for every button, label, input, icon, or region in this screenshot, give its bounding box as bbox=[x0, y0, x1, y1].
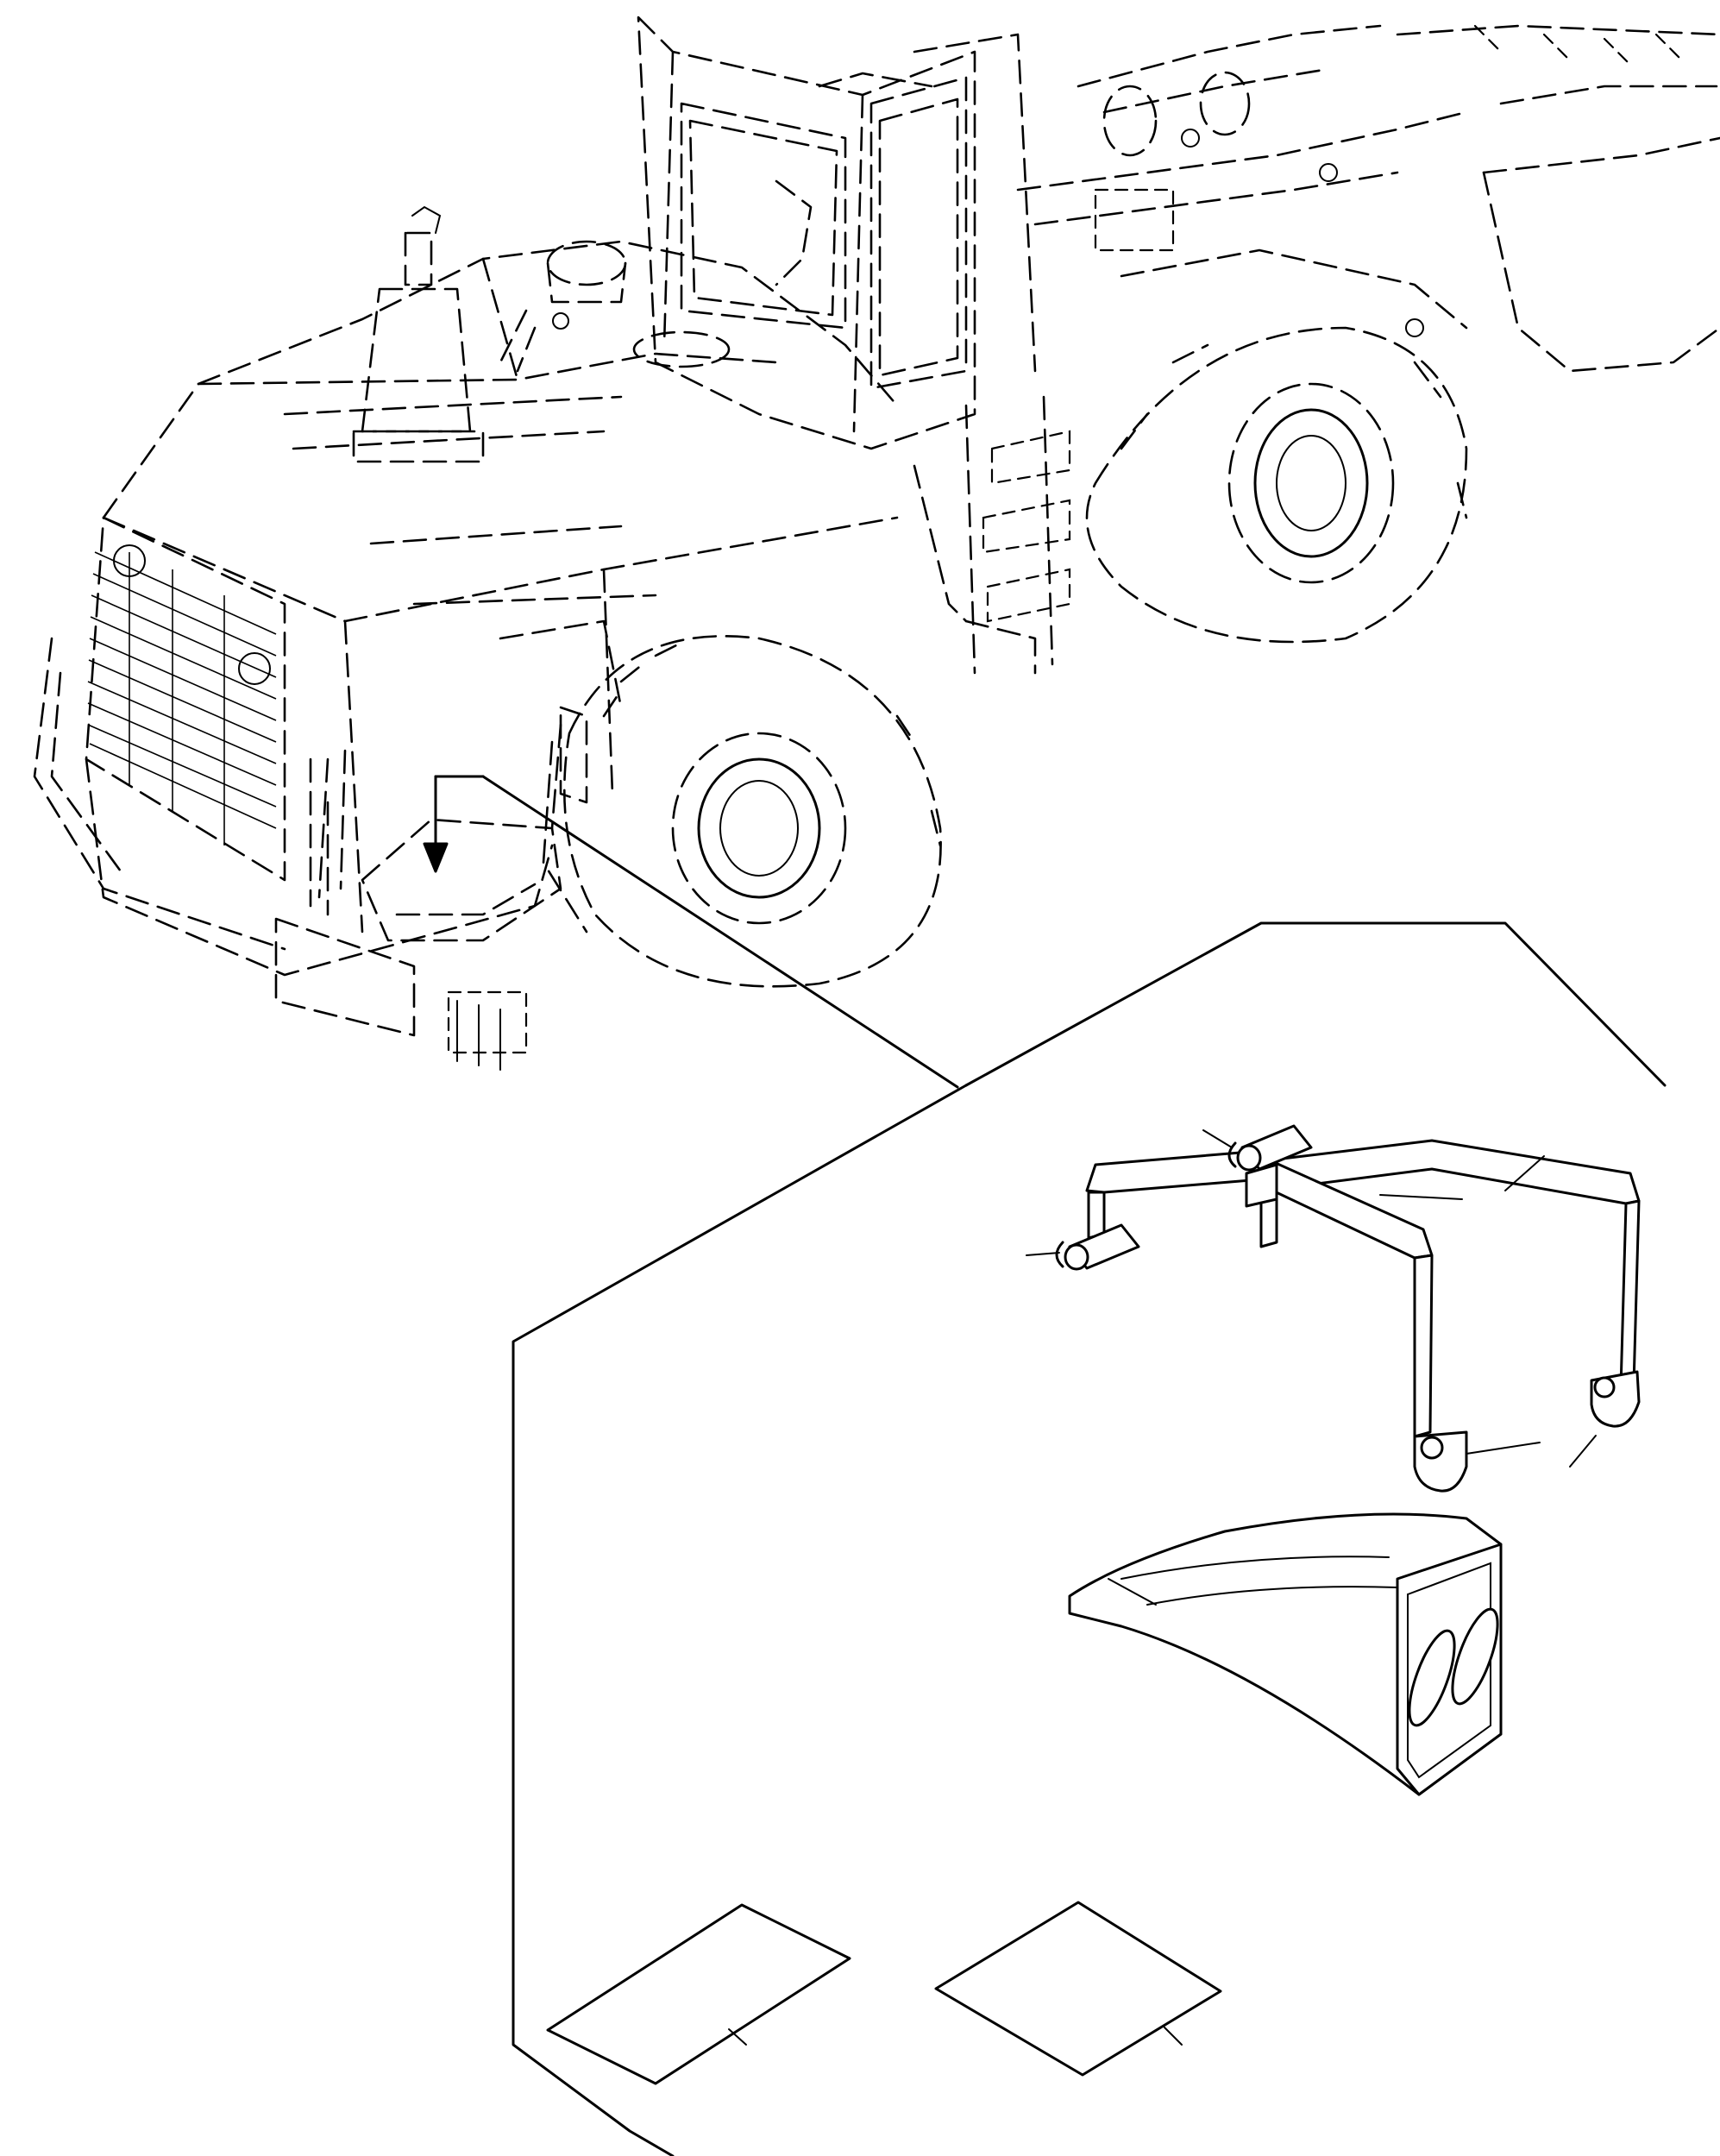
rear-counterweight bbox=[85, 757, 554, 1071]
air-precleaner bbox=[499, 240, 731, 373]
cab-access-ladder bbox=[913, 395, 1071, 675]
decal-plate-right bbox=[934, 1901, 1222, 2077]
exhaust-stack bbox=[352, 205, 485, 463]
rear-wheel bbox=[542, 635, 942, 988]
loader-bucket bbox=[1396, 24, 1720, 373]
pin-with-r-clip-left bbox=[1026, 1223, 1140, 1271]
tool-compartment bbox=[361, 818, 562, 942]
foot-pad-left bbox=[1413, 1430, 1541, 1493]
engine-hood bbox=[102, 240, 899, 933]
wheel-loader-outline bbox=[33, 16, 1720, 1071]
location-arrow bbox=[423, 775, 485, 873]
radiator-grille bbox=[33, 516, 286, 951]
articulation-lock-bar bbox=[1085, 1139, 1641, 1438]
exploded-view-frame bbox=[481, 775, 1667, 2156]
loader-lift-arms bbox=[1016, 24, 1468, 337]
front-wheel bbox=[1085, 326, 1468, 644]
operator-cab bbox=[637, 16, 1037, 450]
rear-fender bbox=[317, 706, 588, 899]
wheel-chock bbox=[1068, 1512, 1503, 1796]
pin-with-r-clip-right bbox=[1202, 1124, 1313, 1172]
strut-leader-lines bbox=[1379, 1155, 1545, 1200]
foot-pad-right bbox=[1569, 1370, 1641, 1468]
decal-plate-left bbox=[546, 1903, 851, 2085]
